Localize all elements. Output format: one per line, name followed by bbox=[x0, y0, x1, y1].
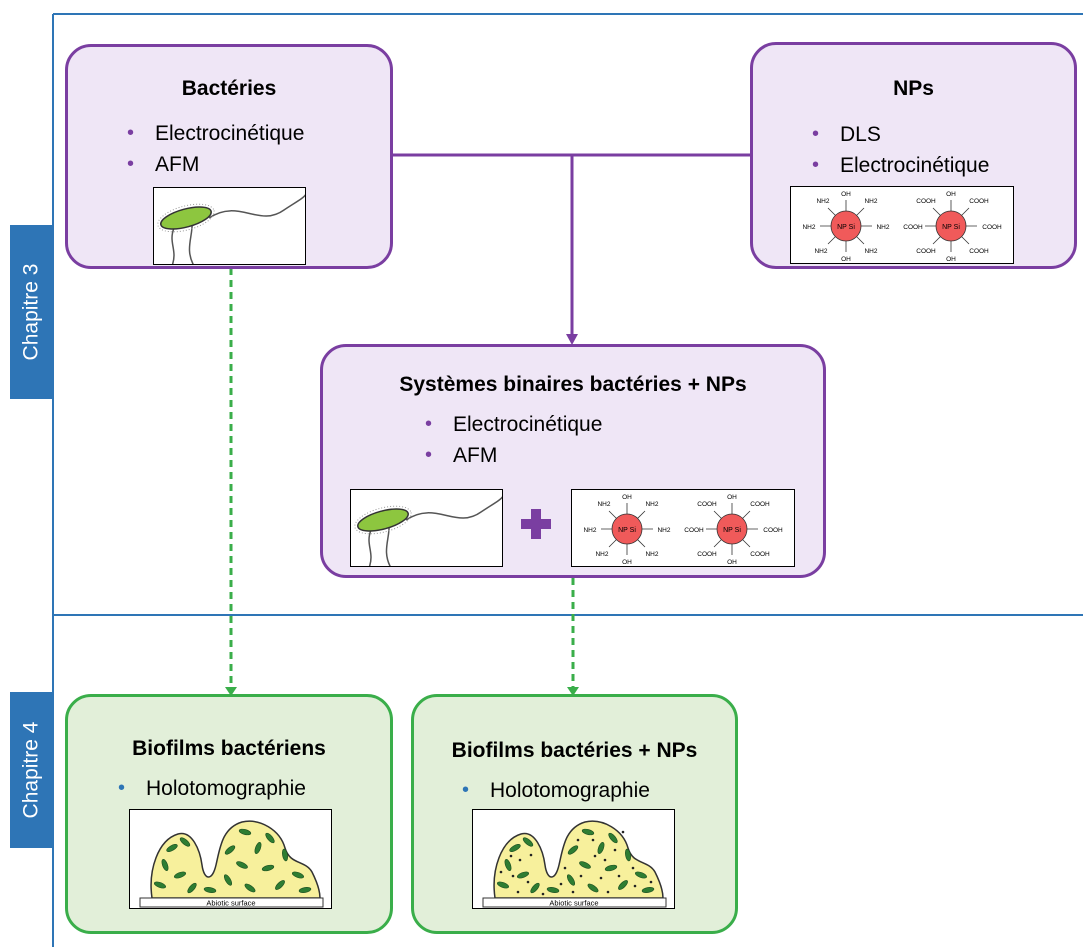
bacterium-image bbox=[153, 187, 306, 265]
svg-text:OH: OH bbox=[727, 559, 737, 566]
svg-text:NP Si: NP Si bbox=[837, 224, 855, 231]
binaires-title: Systèmes binaires bactéries + NPs bbox=[399, 373, 747, 396]
svg-text:NH2: NH2 bbox=[595, 551, 608, 558]
np-carboxyl: NP Si OH OH COOH COOH COOH COOH COOH COO… bbox=[903, 191, 1002, 263]
svg-text:NP Si: NP Si bbox=[723, 527, 741, 534]
nps-title: NPs bbox=[893, 77, 934, 100]
np-carboxyl: NP Si OH OH COOH COOH COOH COOH COOH COO… bbox=[684, 494, 783, 566]
bullet-icon: • bbox=[812, 123, 820, 145]
svg-text:COOH: COOH bbox=[750, 501, 770, 508]
bullet-icon: • bbox=[425, 444, 433, 466]
binaires-list: •Electrocinétique •AFM bbox=[425, 409, 602, 471]
svg-text:COOH: COOH bbox=[697, 551, 717, 558]
bacteries-title: Bactéries bbox=[181, 77, 277, 100]
chapter-4-tab: Chapitre 4 bbox=[10, 692, 53, 848]
svg-text:NH2: NH2 bbox=[864, 198, 877, 205]
svg-text:NH2: NH2 bbox=[876, 224, 889, 231]
arrow-head-biofilms-nps bbox=[567, 687, 579, 696]
svg-text:NH2: NH2 bbox=[583, 527, 596, 534]
svg-text:COOH: COOH bbox=[903, 224, 923, 231]
biofilm-nps-icon: Abiotic surface bbox=[482, 820, 667, 908]
svg-text:NH2: NH2 bbox=[816, 198, 829, 205]
svg-text:COOH: COOH bbox=[969, 248, 989, 255]
nps-item: •DLS bbox=[812, 119, 989, 150]
svg-text:OH: OH bbox=[841, 191, 851, 198]
bacterium-icon bbox=[157, 194, 305, 264]
svg-text:NP Si: NP Si bbox=[942, 224, 960, 231]
plus-icon bbox=[521, 509, 551, 539]
surface-label: Abiotic surface bbox=[549, 899, 598, 908]
biofilms-nps-list: •Holotomographie bbox=[462, 775, 650, 806]
chapter-3-label: Chapitre 3 bbox=[19, 263, 43, 361]
svg-text:COOH: COOH bbox=[916, 198, 936, 205]
bacteries-item: •Electrocinétique bbox=[127, 118, 304, 149]
svg-text:OH: OH bbox=[841, 256, 851, 263]
binaires-box: Systèmes binaires bactéries + NPs •Elect… bbox=[320, 344, 826, 578]
np-amine: NP Si OH OH NH2 NH2 NH2 NH2 NH2 NH2 bbox=[802, 191, 889, 263]
svg-text:NH2: NH2 bbox=[864, 248, 877, 255]
svg-text:COOH: COOH bbox=[969, 198, 989, 205]
bullet-icon: • bbox=[425, 413, 433, 435]
biofilm-icon: Abiotic surface bbox=[139, 820, 324, 908]
biofilm-nps-image: Abiotic surface bbox=[472, 809, 675, 909]
svg-text:COOH: COOH bbox=[750, 551, 770, 558]
svg-text:NH2: NH2 bbox=[597, 501, 610, 508]
nanoparticles-icon: NP Si OH OH NH2 NH2 NH2 NH2 NH2 NH2 bbox=[802, 191, 1002, 263]
bacteries-item: •AFM bbox=[127, 149, 304, 180]
svg-text:OH: OH bbox=[946, 256, 956, 263]
biofilms-nps-box: Biofilms bactéries + NPs •Holotomographi… bbox=[411, 694, 738, 934]
svg-text:COOH: COOH bbox=[684, 527, 704, 534]
np-amine: NP Si OH OH NH2 NH2 NH2 NH2 NH2 NH2 bbox=[583, 494, 670, 566]
biofilms-box: Biofilms bactériens •Holotomographie bbox=[65, 694, 393, 934]
svg-text:OH: OH bbox=[622, 559, 632, 566]
nanoparticles-image: NP Si OH OH NH2 NH2 NH2 NH2 NH2 NH2 bbox=[790, 186, 1014, 264]
biofilms-list: •Holotomographie bbox=[118, 773, 306, 804]
svg-text:OH: OH bbox=[622, 494, 632, 501]
svg-text:COOH: COOH bbox=[982, 224, 1002, 231]
svg-text:NH2: NH2 bbox=[802, 224, 815, 231]
bullet-icon: • bbox=[462, 779, 470, 801]
bullet-icon: • bbox=[118, 777, 126, 799]
svg-text:OH: OH bbox=[946, 191, 956, 198]
surface-label: Abiotic surface bbox=[206, 899, 255, 908]
nanoparticles-image: NP Si OH OH NH2 NH2 NH2 NH2 NH2 NH2 bbox=[571, 489, 795, 567]
biofilms-nps-title: Biofilms bactéries + NPs bbox=[451, 739, 698, 762]
bacterium-icon bbox=[354, 496, 502, 566]
nanoparticles-icon: NP Si OH OH NH2 NH2 NH2 NH2 NH2 NH2 bbox=[583, 494, 783, 566]
bacterium-image bbox=[350, 489, 503, 567]
bacteries-box: Bactéries •Electrocinétique •AFM bbox=[65, 44, 393, 269]
nps-list: •DLS •Electrocinétique bbox=[812, 119, 989, 181]
chapter-4-label: Chapitre 4 bbox=[19, 721, 43, 819]
svg-text:NP Si: NP Si bbox=[618, 527, 636, 534]
svg-text:NH2: NH2 bbox=[657, 527, 670, 534]
svg-text:COOH: COOH bbox=[697, 501, 717, 508]
binaires-item: •AFM bbox=[425, 440, 602, 471]
bullet-icon: • bbox=[127, 122, 135, 144]
biofilms-nps-item: •Holotomographie bbox=[462, 775, 650, 806]
svg-text:OH: OH bbox=[727, 494, 737, 501]
arrow-head-biofilms bbox=[225, 687, 237, 696]
bullet-icon: • bbox=[127, 153, 135, 175]
svg-text:COOH: COOH bbox=[916, 248, 936, 255]
nps-item: •Electrocinétique bbox=[812, 150, 989, 181]
bullet-icon: • bbox=[812, 154, 820, 176]
bacteries-list: •Electrocinétique •AFM bbox=[127, 118, 304, 180]
biofilms-item: •Holotomographie bbox=[118, 773, 306, 804]
biofilm-image: Abiotic surface bbox=[129, 809, 332, 909]
binaires-item: •Electrocinétique bbox=[425, 409, 602, 440]
svg-text:NH2: NH2 bbox=[645, 501, 658, 508]
svg-text:COOH: COOH bbox=[763, 527, 783, 534]
nps-box: NPs •DLS •Electrocinétique NP Si OH OH N… bbox=[750, 42, 1077, 269]
arrow-head-binaires bbox=[566, 334, 578, 345]
svg-text:NH2: NH2 bbox=[645, 551, 658, 558]
biofilms-title: Biofilms bactériens bbox=[132, 737, 326, 760]
svg-text:NH2: NH2 bbox=[814, 248, 827, 255]
chapter-3-tab: Chapitre 3 bbox=[10, 225, 53, 399]
